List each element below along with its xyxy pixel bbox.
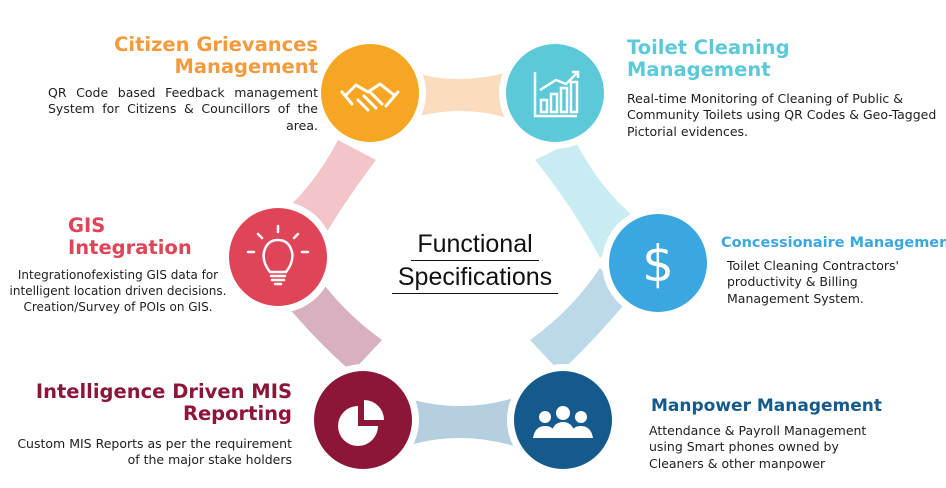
node-mis-desc: Custom MIS Reports as per the requiremen… bbox=[17, 435, 292, 468]
node-manpower-desc: Attendance & Payroll Management using Sm… bbox=[649, 422, 867, 471]
node-concessionaire-circle bbox=[602, 207, 714, 319]
node-concessionaire-title: Concessionaire Management bbox=[721, 235, 946, 251]
center-title: Functional Specifications bbox=[370, 228, 580, 294]
connector-top bbox=[400, 68, 520, 122]
node-citizen-title: Citizen Grievances Management bbox=[48, 33, 318, 79]
node-citizen-text: Citizen Grievances Management QR Code ba… bbox=[48, 33, 318, 134]
node-mis-title-line1: Intelligence Driven MIS bbox=[35, 380, 292, 403]
node-toilet-text: Toilet Cleaning Management Real-time Mon… bbox=[627, 36, 937, 140]
node-manpower-title: Manpower Management bbox=[651, 396, 883, 416]
node-toilet-desc: Real-time Monitoring of Cleaning of Publ… bbox=[627, 90, 937, 139]
center-title-line1: Functional bbox=[411, 228, 539, 261]
connector-right-upper bbox=[535, 140, 640, 258]
bar-chart-growth-icon bbox=[533, 70, 580, 118]
pie-chart-icon bbox=[338, 400, 384, 446]
node-mis-circle bbox=[307, 364, 419, 476]
people-group-icon bbox=[533, 406, 593, 438]
node-gis-text: GIS Integration Integrationofexisting GI… bbox=[8, 214, 228, 315]
node-manpower-text: Manpower Management Attendance & Payroll… bbox=[649, 396, 911, 472]
node-toilet-title: Toilet Cleaning Management bbox=[627, 36, 790, 82]
node-citizen-title-line2: Management bbox=[174, 55, 318, 79]
node-citizen-desc: QR Code based Feedback management System… bbox=[48, 84, 318, 133]
center-title-line2: Specifications bbox=[391, 261, 559, 294]
node-gis-circle bbox=[222, 201, 334, 313]
node-concessionaire-text: Concessionaire Management Toilet Cleanin… bbox=[721, 235, 946, 307]
node-citizen-title-line1: Citizen Grievances bbox=[114, 33, 318, 56]
node-gis-desc: Integrationofexisting GIS data for intel… bbox=[9, 267, 227, 314]
node-mis-text: Intelligence Driven MIS Reporting Custom… bbox=[10, 380, 292, 469]
handshake-icon bbox=[340, 82, 400, 112]
node-mis-title-line2: Reporting bbox=[182, 402, 292, 426]
dollar-icon: $ bbox=[642, 235, 674, 293]
connector-right-lower bbox=[530, 268, 628, 372]
node-mis-title: Intelligence Driven MIS Reporting bbox=[10, 380, 292, 426]
lightbulb-icon bbox=[246, 224, 310, 286]
connector-bottom bbox=[400, 396, 520, 448]
node-concessionaire-desc: Toilet Cleaning Contractors' productivit… bbox=[727, 257, 899, 306]
node-gis-title: GIS Integration bbox=[68, 214, 192, 260]
